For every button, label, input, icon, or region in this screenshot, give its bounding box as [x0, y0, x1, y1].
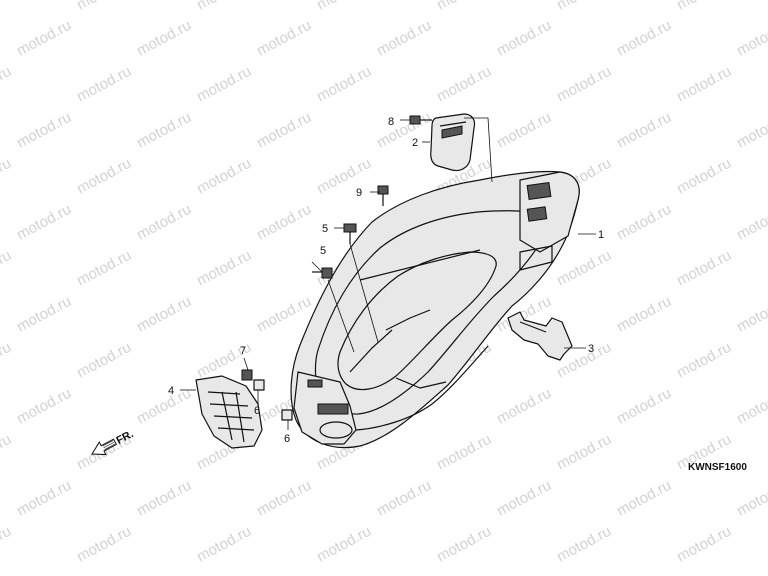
watermark-text: motod.ru	[734, 477, 768, 520]
watermark-text: motod.ru	[314, 155, 374, 198]
watermark-text: motod.ru	[74, 339, 134, 382]
watermark-text: motod.ru	[134, 477, 194, 520]
fastener-9	[377, 185, 389, 206]
watermark-text: motod.ru	[194, 523, 254, 566]
watermark-text: motod.ru	[494, 109, 554, 152]
callout-5b: 5	[320, 245, 326, 257]
watermark-text: motod.ru	[614, 385, 674, 428]
watermark-text: motod.ru	[74, 247, 134, 290]
callout-9: 9	[356, 187, 362, 199]
watermark-text: motod.ru	[614, 109, 674, 152]
callout-8: 8	[388, 116, 394, 128]
callout-1: 1	[598, 229, 604, 241]
watermark-text: motod.ru	[674, 155, 734, 198]
part-3-bracket	[507, 311, 573, 361]
part-2-cover	[430, 113, 476, 172]
watermark-text: motod.ru	[614, 17, 674, 60]
fastener-6-lower	[281, 409, 293, 421]
watermark-text: motod.ru	[0, 431, 14, 474]
callout-4: 4	[168, 385, 174, 397]
watermark-text: motod.ru	[554, 523, 614, 566]
watermark-text: motod.ru	[254, 17, 314, 60]
watermark-text: motod.ru	[74, 63, 134, 106]
watermark-text: motod.ru	[674, 63, 734, 106]
watermark-text: motod.ru	[434, 431, 494, 474]
callout-5a: 5	[322, 223, 328, 235]
watermark-text: motod.ru	[14, 109, 74, 152]
callout-6a: 6	[254, 405, 260, 417]
watermark-text: motod.ru	[0, 339, 14, 382]
watermark-text: motod.ru	[494, 477, 554, 520]
watermark-text: motod.ru	[14, 17, 74, 60]
watermark-text: motod.ru	[74, 523, 134, 566]
callout-3: 3	[588, 343, 594, 355]
watermark-text: motod.ru	[0, 247, 14, 290]
watermark-text: motod.ru	[194, 63, 254, 106]
watermark-text: motod.ru	[554, 0, 614, 14]
watermark-text: motod.ru	[0, 155, 14, 198]
watermark-text: motod.ru	[374, 17, 434, 60]
watermark-text: motod.ru	[614, 477, 674, 520]
watermark-text: motod.ru	[734, 385, 768, 428]
watermark-text: motod.ru	[314, 63, 374, 106]
watermark-text: motod.ru	[434, 0, 494, 14]
watermark-text: motod.ru	[14, 201, 74, 244]
watermark-text: motod.ru	[494, 385, 554, 428]
fastener-5-lower	[312, 267, 333, 279]
watermark-text: motod.ru	[14, 385, 74, 428]
watermark-text: motod.ru	[134, 17, 194, 60]
watermark-text: motod.ru	[734, 201, 768, 244]
fastener-5-upper	[343, 223, 357, 244]
fastener-6-upper	[253, 379, 265, 391]
watermark-text: motod.ru	[494, 17, 554, 60]
watermark-text: motod.ru	[434, 63, 494, 106]
watermark-text: motod.ru	[14, 293, 74, 336]
watermark-text: motod.ru	[254, 109, 314, 152]
watermark-text: motod.ru	[554, 63, 614, 106]
watermark-text: motod.ru	[254, 201, 314, 244]
watermark-text: motod.ru	[194, 247, 254, 290]
callout-7: 7	[240, 345, 246, 357]
watermark-text: motod.ru	[0, 0, 14, 14]
watermark-text: motod.ru	[0, 523, 14, 566]
fastener-7	[241, 369, 253, 381]
part-1-luggage-box	[290, 170, 580, 449]
callout-6b: 6	[284, 433, 290, 445]
watermark-text: motod.ru	[614, 201, 674, 244]
watermark-text: motod.ru	[434, 523, 494, 566]
watermark-text: motod.ru	[554, 247, 614, 290]
callout-2: 2	[412, 137, 418, 149]
watermark-text: motod.ru	[134, 109, 194, 152]
watermark-text: motod.ru	[734, 293, 768, 336]
watermark-text: motod.ru	[254, 293, 314, 336]
watermark-text: motod.ru	[374, 477, 434, 520]
watermark-text: motod.ru	[314, 523, 374, 566]
watermark-text: motod.ru	[674, 523, 734, 566]
watermark-text: motod.ru	[134, 201, 194, 244]
watermark-text: motod.ru	[194, 155, 254, 198]
watermark-text: motod.ru	[74, 155, 134, 198]
watermark-text: motod.ru	[734, 17, 768, 60]
watermark-text: motod.ru	[134, 385, 194, 428]
watermark-text: motod.ru	[14, 477, 74, 520]
leader-lines	[180, 117, 596, 430]
watermark-text: motod.ru	[0, 63, 14, 106]
front-arrow-icon	[91, 438, 118, 456]
watermark-text: motod.ru	[674, 0, 734, 14]
watermark-text: motod.ru	[374, 109, 434, 152]
part-4-grille-panel	[195, 375, 263, 449]
watermark-text: motod.ru	[134, 293, 194, 336]
diagram-code: KWNSF1600	[688, 462, 747, 473]
watermark-text: motod.ru	[314, 0, 374, 14]
watermark-text: motod.ru	[74, 0, 134, 14]
watermark-text: motod.ru	[554, 431, 614, 474]
watermark-text: motod.ru	[674, 247, 734, 290]
watermark-text: motod.ru	[614, 293, 674, 336]
watermark-text: motod.ru	[194, 0, 254, 14]
watermark-text: motod.ru	[674, 339, 734, 382]
watermark-text: motod.ru	[254, 477, 314, 520]
watermark-text: motod.ru	[734, 109, 768, 152]
